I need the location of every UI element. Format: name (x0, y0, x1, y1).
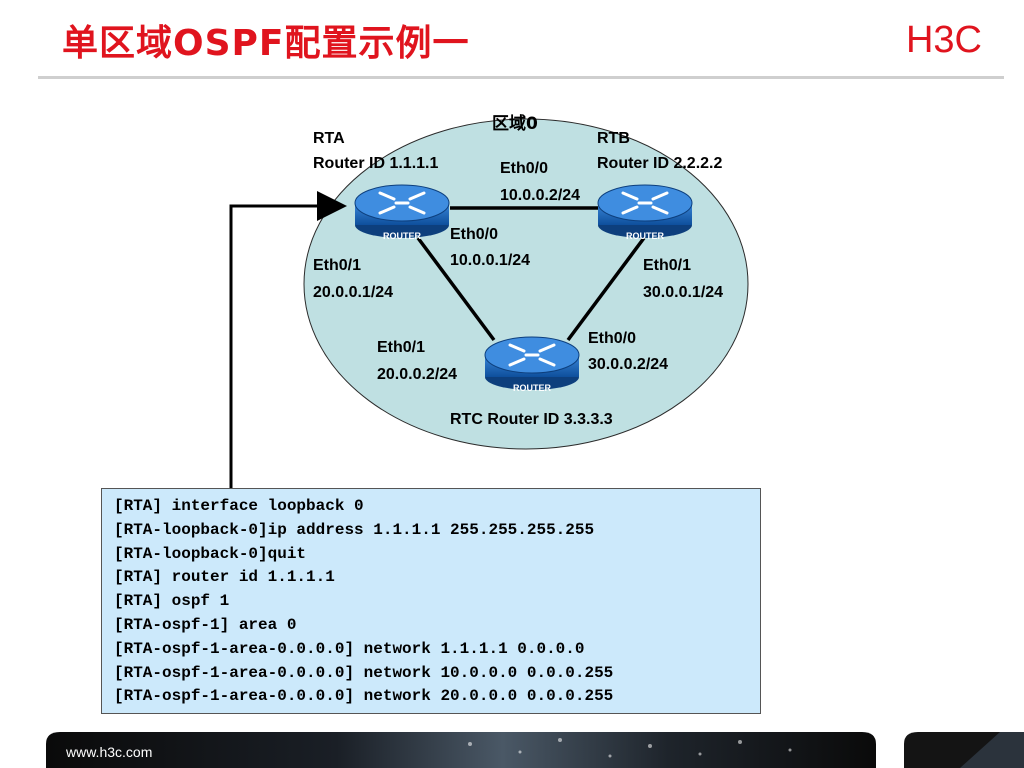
title-divider (38, 76, 1004, 79)
rta-name: RTA (313, 130, 345, 147)
cli-line: [RTA] router id 1.1.1.1 (114, 568, 335, 587)
rta-eth0-ip: 10.0.0.1/24 (450, 252, 530, 269)
link-rta-rtc (416, 236, 496, 342)
area-label: 区域0 (492, 113, 538, 134)
router-rtb: ROUTER (596, 183, 694, 241)
rtb-eth0-name: Eth0/0 (500, 160, 548, 177)
rtb-name: RTB (597, 130, 630, 147)
rtc-eth0-ip: 30.0.0.2/24 (588, 356, 668, 373)
cli-line: [RTA-ospf-1-area-0.0.0.0] network 20.0.0… (114, 687, 614, 706)
cli-line: [RTA-ospf-1-area-0.0.0.0] network 1.1.1.… (114, 639, 585, 658)
router-rta: ROUTER (353, 183, 451, 241)
router-badge: ROUTER (513, 383, 552, 393)
rtc-eth1-name: Eth0/1 (377, 339, 425, 356)
cli-line: [RTA-loopback-0]ip address 1.1.1.1 255.2… (114, 520, 595, 539)
cli-line: [RTA-loopback-0]quit (114, 544, 307, 563)
router-rtc: ROUTER (483, 335, 581, 393)
router-badge: ROUTER (626, 231, 665, 241)
cli-line: [RTA] interface loopback 0 (114, 497, 364, 515)
router-badge: ROUTER (383, 231, 422, 241)
slide-title: 单区域OSPF配置示例一 (62, 23, 470, 64)
h3c-logo: H3C (906, 19, 982, 58)
callout-arrow (229, 191, 347, 490)
cli-config-box: [RTA] interface loopback 0 [RTA-loopback… (101, 488, 761, 714)
rta-eth0-name: Eth0/0 (450, 226, 498, 243)
cli-line: [RTA-ospf-1] area 0 (114, 615, 297, 634)
footer-url[interactable]: www.h3c.com (66, 744, 153, 760)
link-rtb-rtc (566, 236, 646, 342)
rtb-eth1-name: Eth0/1 (643, 257, 691, 274)
footer-banner (46, 732, 1024, 768)
logo-text: H3C (906, 19, 982, 58)
cli-line: [RTA-ospf-1-area-0.0.0.0] network 10.0.0… (114, 663, 614, 682)
rtc-router-id: RTC Router ID 3.3.3.3 (450, 411, 613, 428)
rtb-eth0-ip: 10.0.0.2/24 (500, 187, 580, 204)
rtb-eth1-ip: 30.0.0.1/24 (643, 284, 723, 301)
rta-eth1-ip: 20.0.0.1/24 (313, 284, 393, 301)
rta-eth1-name: Eth0/1 (313, 257, 361, 274)
rtc-eth0-name: Eth0/0 (588, 330, 636, 347)
rtb-router-id: Router ID 2.2.2.2 (597, 155, 722, 172)
rtc-eth1-ip: 20.0.0.2/24 (377, 366, 457, 383)
cli-line: [RTA] ospf 1 (114, 592, 230, 611)
rta-router-id: Router ID 1.1.1.1 (313, 155, 438, 172)
